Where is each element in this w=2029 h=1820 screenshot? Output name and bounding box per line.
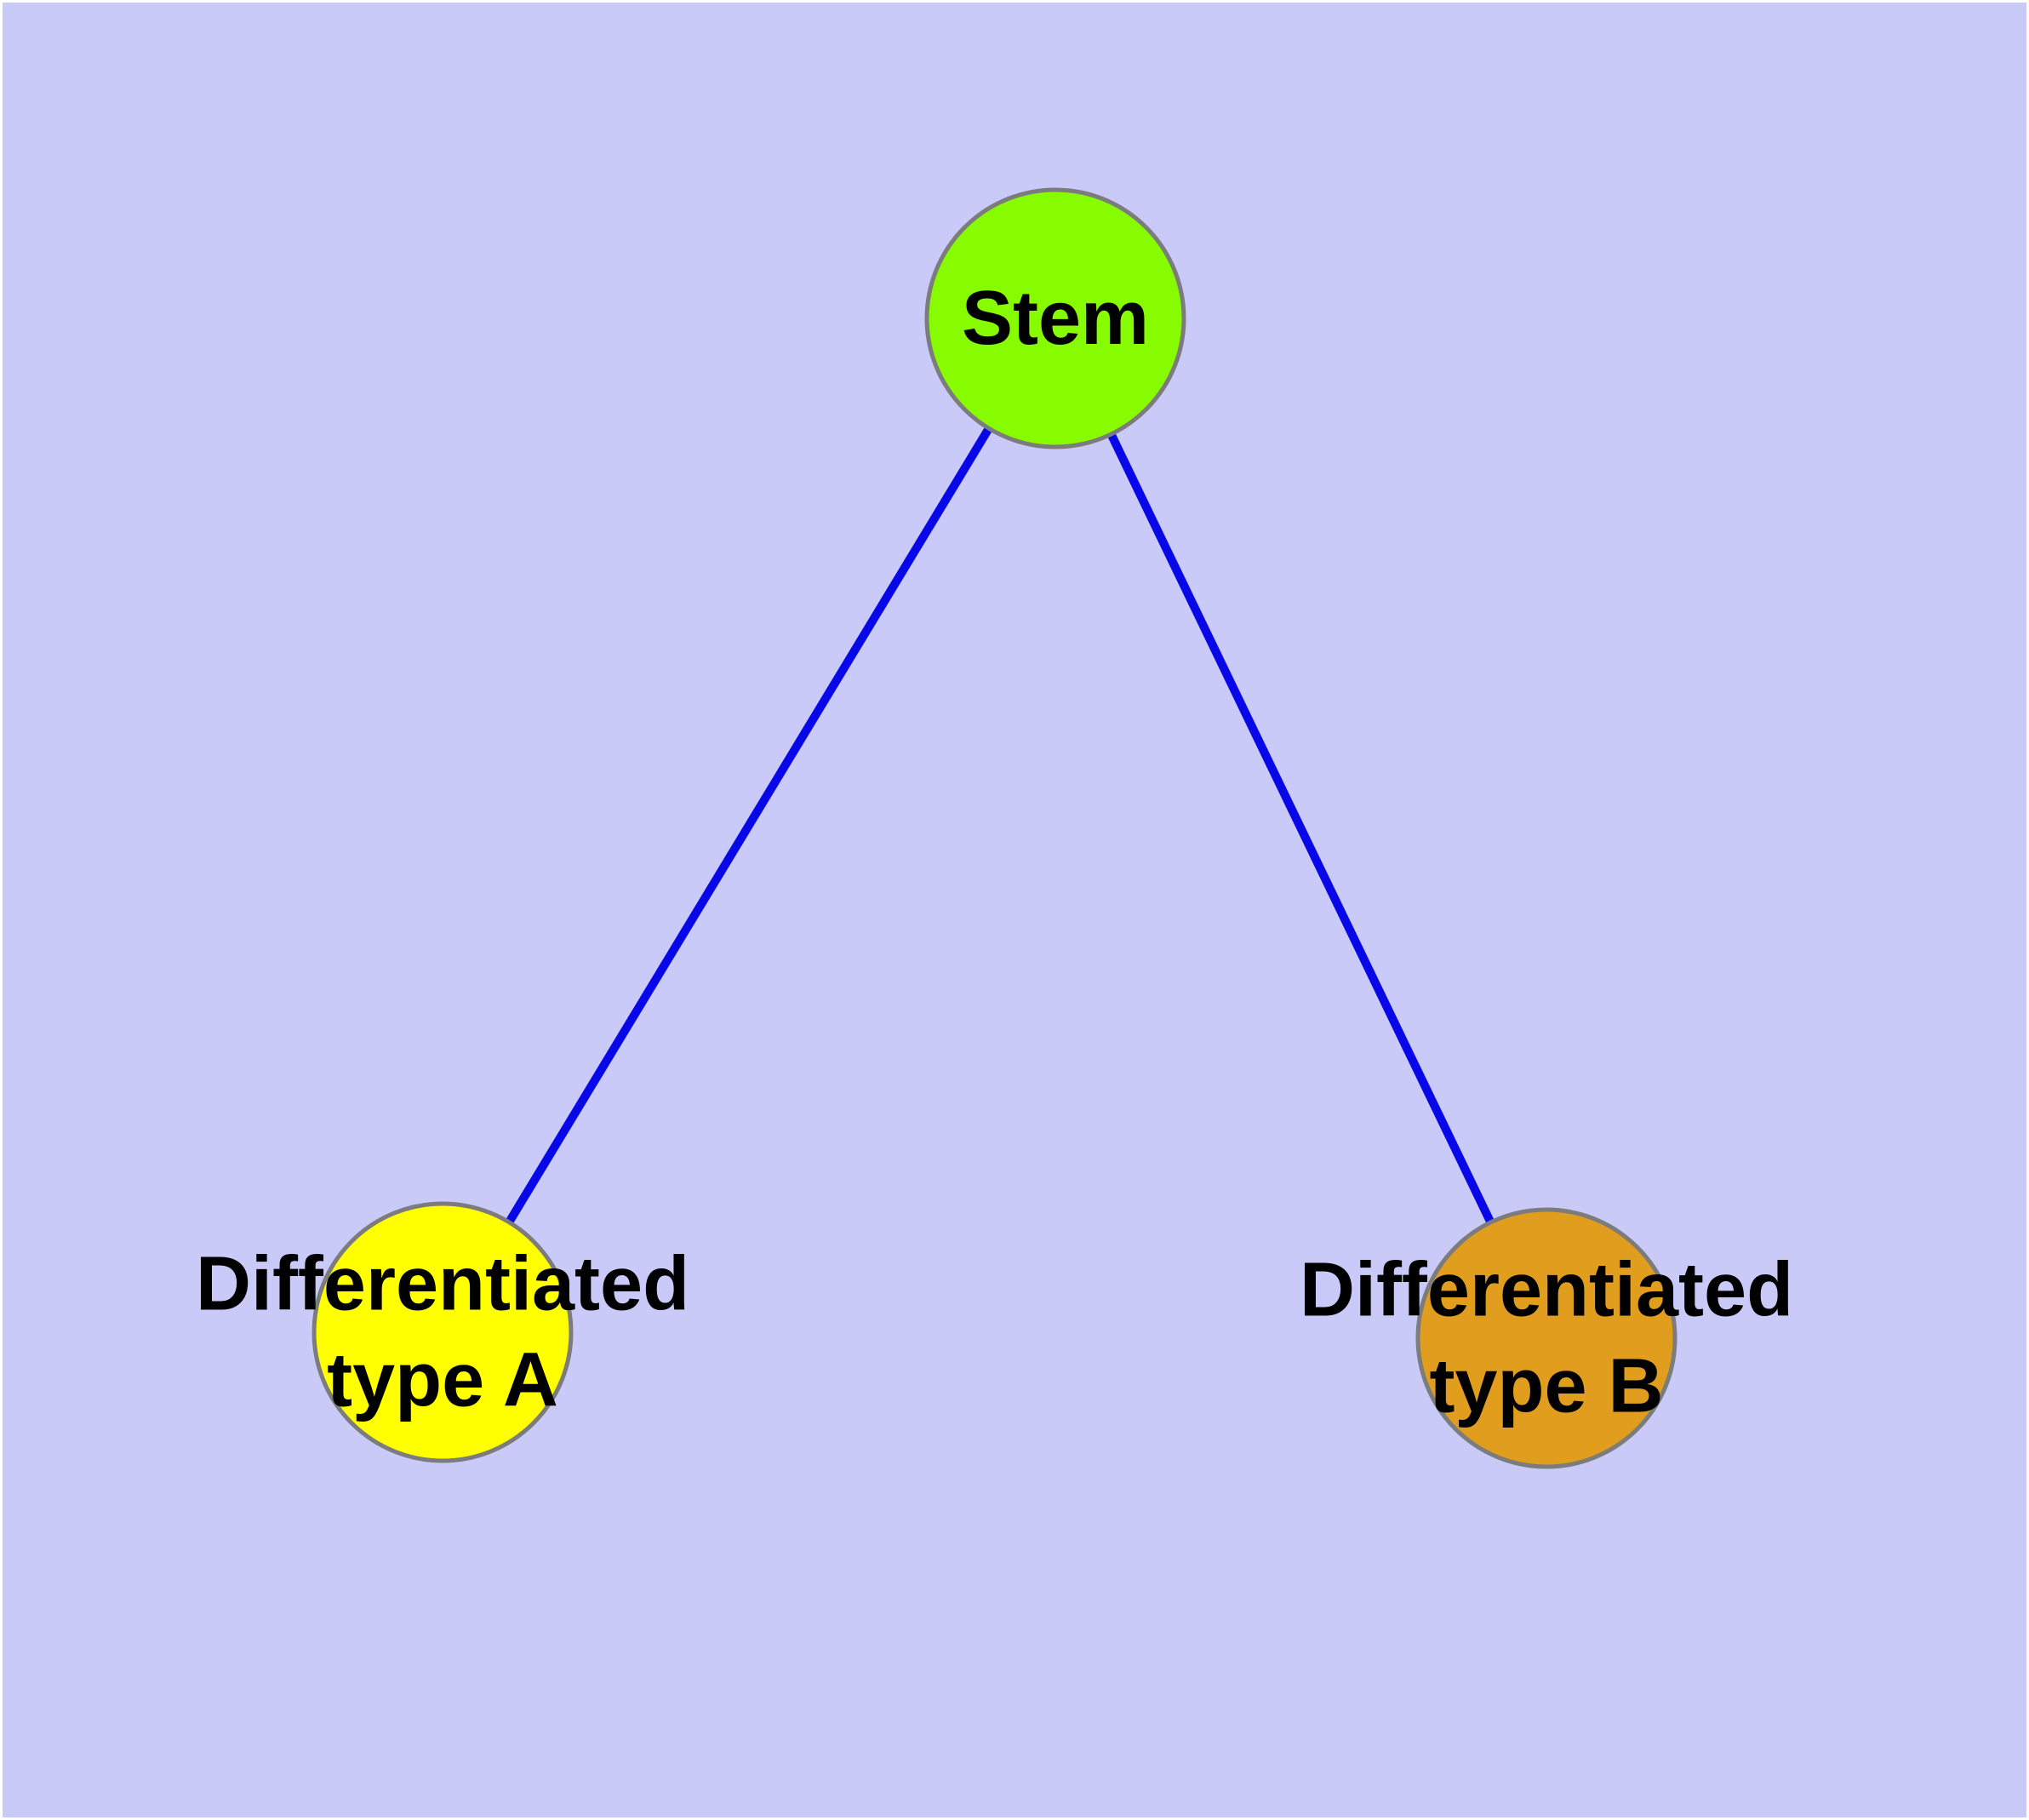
node-circle-diff-a: [311, 1201, 574, 1463]
edge-stem-to-diff-a: [438, 316, 1060, 1335]
node-circle-stem: [924, 187, 1186, 449]
diagram-canvas: Stem Differentiated type A Differentiate…: [3, 3, 2026, 1817]
node-circle-diff-b: [1415, 1207, 1677, 1469]
edge-stem-to-diff-b: [1051, 316, 1551, 1341]
graph-svg: [3, 3, 2026, 1817]
